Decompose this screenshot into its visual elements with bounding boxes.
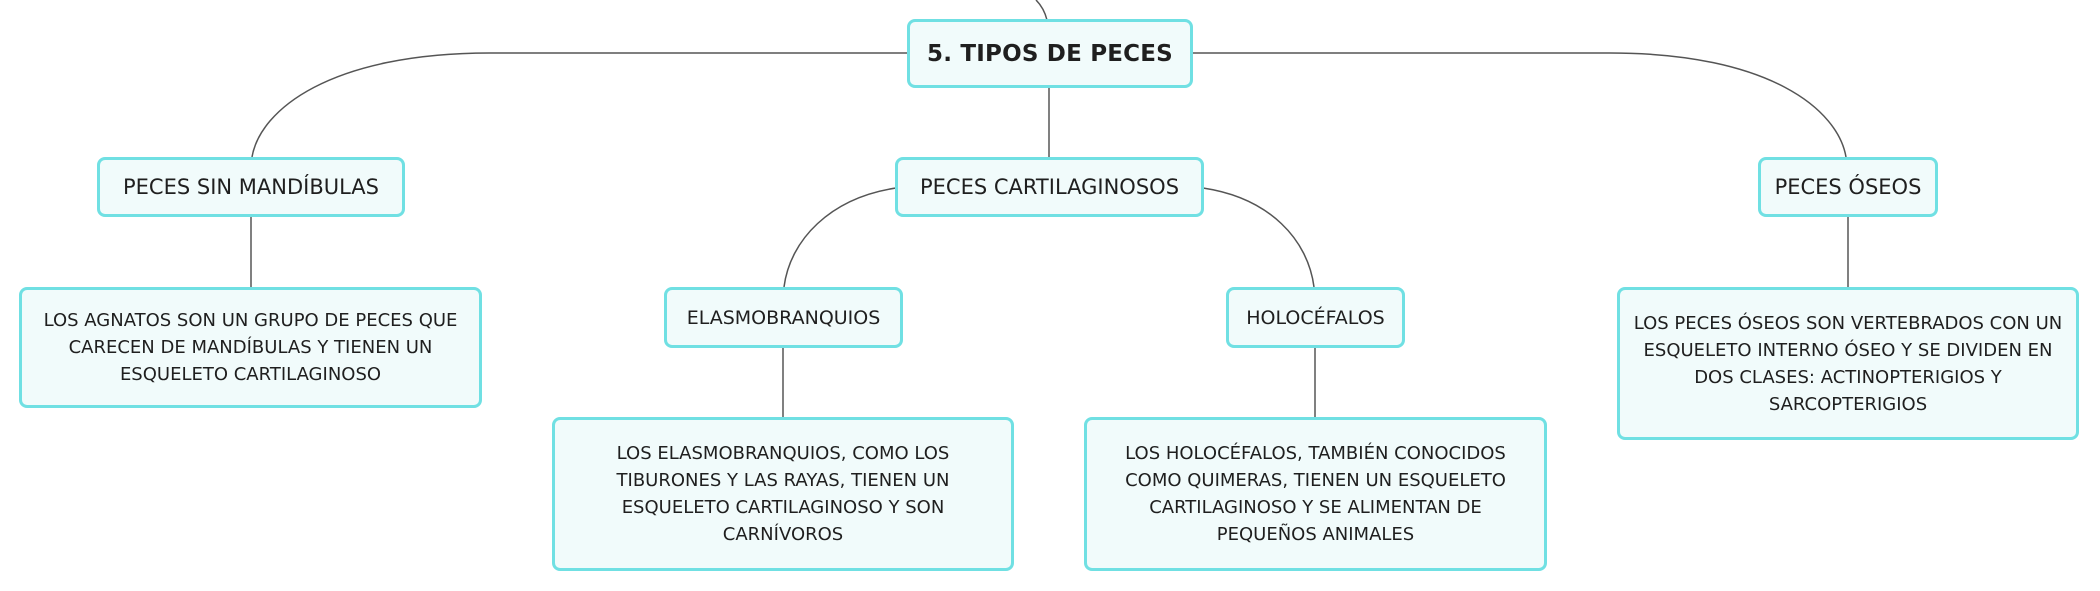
root-node[interactable]: 5. TIPOS DE PECES xyxy=(907,19,1193,88)
node-desc-text: LOS HOLOCÉFALOS, TAMBIÉN CONOCIDOS COMO … xyxy=(1125,443,1506,545)
node-desc-elasmobranquios[interactable]: LOS ELASMOBRANQUIOS, COMO LOS TIBURONES … xyxy=(552,417,1014,571)
node-label: HOLOCÉFALOS xyxy=(1246,306,1385,329)
node-peces-oseos[interactable]: PECES ÓSEOS xyxy=(1758,157,1938,217)
node-desc-text: LOS PECES ÓSEOS SON VERTEBRADOS CON UN E… xyxy=(1633,312,2063,415)
node-desc-oseos[interactable]: LOS PECES ÓSEOS SON VERTEBRADOS CON UN E… xyxy=(1617,287,2079,440)
connector-root-oseos xyxy=(1192,52,1847,158)
node-desc-text: LOS ELASMOBRANQUIOS, COMO LOS TIBURONES … xyxy=(616,443,950,545)
node-label: ELASMOBRANQUIOS xyxy=(686,306,881,329)
connector-cartilaginosos-holocefalos xyxy=(1202,187,1315,288)
connector-cartilaginosos-elasmobranquios xyxy=(783,187,897,288)
connector-root-parent xyxy=(1035,0,1048,21)
connector-root-sin-mandibulas xyxy=(251,52,907,158)
node-desc-text: LOS AGNATOS SON UN GRUPO DE PECES QUE CA… xyxy=(43,310,458,385)
node-peces-cartilaginosos[interactable]: PECES CARTILAGINOSOS xyxy=(895,157,1204,217)
node-elasmobranquios[interactable]: ELASMOBRANQUIOS xyxy=(664,287,903,348)
node-desc-holocefalos[interactable]: LOS HOLOCÉFALOS, TAMBIÉN CONOCIDOS COMO … xyxy=(1084,417,1547,571)
root-node-label: 5. TIPOS DE PECES xyxy=(927,40,1173,67)
node-holocefalos[interactable]: HOLOCÉFALOS xyxy=(1226,287,1405,348)
node-label: PECES CARTILAGINOSOS xyxy=(919,175,1180,199)
node-label: PECES ÓSEOS xyxy=(1774,175,1922,199)
node-desc-agnatos[interactable]: LOS AGNATOS SON UN GRUPO DE PECES QUE CA… xyxy=(19,287,482,408)
node-peces-sin-mandibulas[interactable]: PECES SIN MANDÍBULAS xyxy=(97,157,405,217)
node-label: PECES SIN MANDÍBULAS xyxy=(123,175,379,199)
